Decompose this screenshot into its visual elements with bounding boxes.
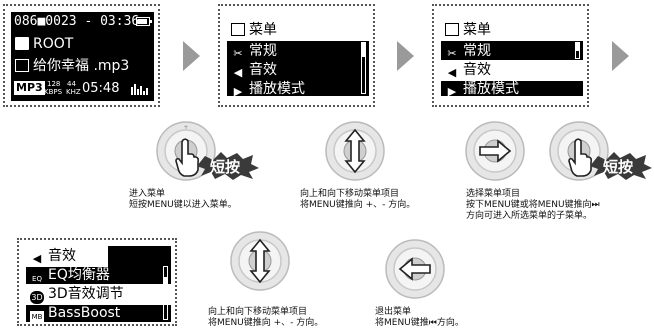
folder-icon <box>15 37 29 50</box>
submenu-scrollbar[interactable] <box>163 266 168 320</box>
menu-item-general[interactable]: ✂ 常规 <box>441 41 583 62</box>
submenu-title: 音效 <box>48 248 76 264</box>
screen1-lcd: 086■0023 - 03:36 ROOT 给你幸福 .mp3 MP3 128 … <box>11 12 154 101</box>
equalizer-bars-icon <box>131 84 148 95</box>
menu-key-right-icon <box>465 121 525 181</box>
menu-item-label: 音效 <box>249 62 277 78</box>
bitrate-unit: KBPS <box>44 88 63 96</box>
submenu-item-bassboost[interactable]: MB BassBoost <box>26 303 171 322</box>
bassboost-icon: MB <box>30 311 44 322</box>
menu-title-row: 菜单 <box>441 20 583 41</box>
menu-item-sound-effect-selected[interactable]: ◀ 音效 <box>441 60 583 81</box>
screen2-panel: 菜单 ✂ 常规 ◀ 音效 ▶ 播放模式 <box>218 4 375 107</box>
3d-icon: 3D <box>30 291 44 304</box>
short-press-label: 短按 <box>210 158 241 176</box>
menu-item-sound-effect[interactable]: ◀ 音效 <box>227 60 369 81</box>
file-row: 给你幸福 .mp3 <box>11 56 154 77</box>
menu-list-icon <box>231 23 245 36</box>
menu-item-play-mode[interactable]: ▶ 播放模式 <box>441 79 583 96</box>
menu-key-updown-icon <box>325 121 385 181</box>
eq-icon: EQ <box>32 275 42 283</box>
menu-scrollbar[interactable] <box>575 42 580 59</box>
play-icon: ▶ <box>233 85 243 96</box>
short-press-badge-2: 短按 <box>590 152 652 180</box>
submenu-item-label: EQ均衡器 <box>48 267 110 283</box>
file-icon <box>15 59 29 72</box>
track-time-header: 086■0023 - 03:36 <box>14 14 140 29</box>
menu-key-updown-2-icon <box>230 231 290 291</box>
screen2-lcd: 菜单 ✂ 常规 ◀ 音效 ▶ 播放模式 <box>227 20 369 96</box>
samplerate-value: 44 <box>67 80 76 88</box>
caption-exit-menu: 退出菜单 将MENU键推⏮方向。 <box>375 307 464 328</box>
tools-icon: ✂ <box>233 47 243 60</box>
submenu-item-label: BassBoost <box>48 305 121 321</box>
file-name: 给你幸福 .mp3 <box>33 58 130 74</box>
play-icon: ▶ <box>447 85 457 96</box>
caption-move-menu-2: 向上和向下移动菜单项目 将MENU键推向 +、- 方向。 <box>208 307 324 328</box>
screen4-panel: ◀ 音效 EQ EQ均衡器 3D 3D音效调节 MB BassBoost <box>17 238 177 326</box>
speaker-icon: ◀ <box>233 66 243 79</box>
menu-scrollbar[interactable] <box>361 42 366 94</box>
samplerate-unit: KHZ <box>66 88 81 96</box>
caption-select-menu: 选择菜单项目 按下MENU键或将MENU键推向⏭ 方向可进入所选菜单的子菜单。 <box>466 189 600 221</box>
format-badge: MP3 <box>14 81 45 95</box>
step-arrow-2-icon <box>397 41 414 71</box>
screen1-header: 086■0023 - 03:36 <box>14 14 139 29</box>
speaker-icon: ◀ <box>447 66 457 79</box>
menu-item-label: 常规 <box>463 43 491 59</box>
svg-text:+: + <box>183 124 188 131</box>
screen4-lcd: ◀ 音效 EQ EQ均衡器 3D 3D音效调节 MB BassBoost <box>26 246 171 322</box>
menu-title: 菜单 <box>249 22 277 38</box>
submenu-title-row: ◀ 音效 <box>26 246 108 267</box>
submenu-item-eq[interactable]: EQ EQ均衡器 <box>26 265 171 286</box>
short-press-label: 短按 <box>603 158 634 176</box>
elapsed-time: 05:48 <box>82 81 120 96</box>
step-arrow-1-icon <box>183 41 200 71</box>
caption-move-menu: 向上和向下移动菜单项目 将MENU键推向 +、- 方向。 <box>300 189 416 210</box>
submenu-item-3d-selected[interactable]: 3D 3D音效调节 <box>26 284 171 305</box>
step-arrow-3-icon <box>612 41 629 71</box>
menu-title: 菜单 <box>463 22 491 38</box>
status-row: MP3 128 KBPS 44 KHZ 05:48 <box>14 80 152 98</box>
menu-item-general[interactable]: ✂ 常规 <box>227 41 369 62</box>
screen3-panel: 菜单 ✂ 常规 ◀ 音效 ▶ 播放模式 <box>432 4 589 107</box>
short-press-badge: 短按 <box>197 152 259 180</box>
menu-item-label: 播放模式 <box>249 81 305 96</box>
menu-item-label: 音效 <box>463 62 491 78</box>
menu-item-play-mode[interactable]: ▶ 播放模式 <box>227 79 369 96</box>
hand-pointer-2-icon <box>568 138 593 177</box>
screen1-panel: 086■0023 - 03:36 ROOT 给你幸福 .mp3 MP3 128 … <box>3 4 160 107</box>
speaker-icon: ◀ <box>32 252 42 265</box>
tools-icon: ✂ <box>447 47 457 60</box>
submenu-item-label: 3D音效调节 <box>48 286 124 302</box>
menu-list-icon <box>445 23 459 36</box>
bitrate-value: 128 <box>47 80 61 88</box>
folder-row: ROOT <box>11 34 154 55</box>
menu-item-label: 常规 <box>249 43 277 59</box>
screen3-lcd: 菜单 ✂ 常规 ◀ 音效 ▶ 播放模式 <box>441 20 583 96</box>
battery-icon <box>136 17 152 26</box>
menu-key-left-icon <box>385 239 445 299</box>
folder-name: ROOT <box>33 36 74 52</box>
menu-item-label: 播放模式 <box>463 81 519 96</box>
caption-enter-menu: 进入菜单 短按MENU键以进入菜单。 <box>129 189 237 210</box>
menu-title-row: 菜单 <box>227 20 369 41</box>
hand-pointer-icon <box>175 138 200 177</box>
